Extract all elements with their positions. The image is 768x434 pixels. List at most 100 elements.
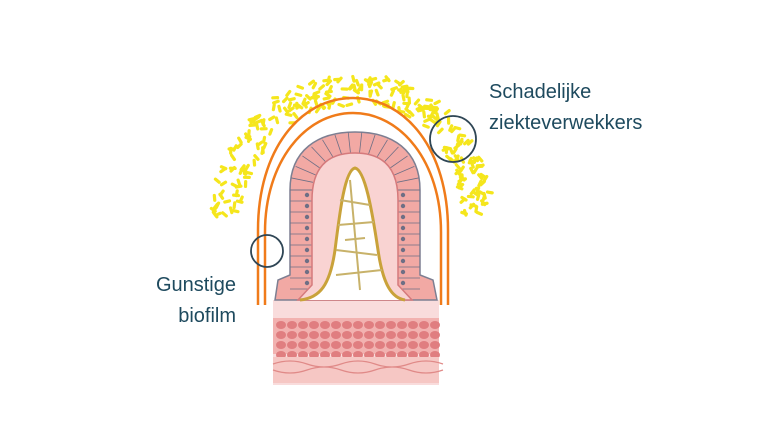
bacterium xyxy=(259,127,268,131)
bacterium xyxy=(345,102,354,107)
bacterium xyxy=(219,180,228,187)
bacterium xyxy=(459,137,464,146)
bacterium xyxy=(325,79,333,87)
bacterium xyxy=(253,113,262,119)
bacterium xyxy=(268,115,276,122)
bacterium xyxy=(384,75,391,83)
bacterium xyxy=(211,206,218,214)
bacterium xyxy=(363,78,372,84)
bacterium xyxy=(246,135,252,143)
bacterium xyxy=(435,120,442,128)
bacterium xyxy=(457,182,465,190)
bacterium xyxy=(237,136,243,144)
bacterium xyxy=(302,100,308,109)
bacterium xyxy=(292,112,299,120)
bacterium xyxy=(422,110,427,119)
bacterium xyxy=(404,107,412,114)
bacterium xyxy=(324,92,332,98)
bacterium xyxy=(311,81,318,90)
bacterium xyxy=(333,77,342,82)
bacterium xyxy=(433,99,441,106)
bacterium xyxy=(262,141,268,150)
biofilm-outer-layer xyxy=(256,96,450,305)
mucosa-base xyxy=(272,300,444,385)
bacterium xyxy=(305,94,312,101)
bacterium xyxy=(281,96,289,104)
bacterium xyxy=(463,138,470,146)
bacterium xyxy=(247,117,256,122)
bacterium xyxy=(443,109,451,116)
bacterium xyxy=(337,102,346,108)
bacterium xyxy=(429,118,437,125)
bacterium xyxy=(218,192,225,200)
pathogens-label: Schadelijke ziekteverwekkers xyxy=(489,77,642,139)
bacterium xyxy=(479,179,486,187)
bacterium xyxy=(425,98,434,102)
bacterium xyxy=(214,211,222,217)
bacterium xyxy=(354,78,360,87)
bacterium xyxy=(238,195,244,204)
beneficial-biofilm-label: Gunstige biofilm xyxy=(156,270,236,332)
bacterium xyxy=(253,154,260,161)
bacterium xyxy=(468,159,477,164)
pathogens-label-line-1: Schadelijke xyxy=(489,81,592,103)
bacterium xyxy=(274,116,280,125)
bacterium xyxy=(255,118,264,124)
bacterium xyxy=(460,173,464,182)
pathogen-bacteria-cloud xyxy=(209,74,494,219)
bacterium xyxy=(219,167,227,174)
bacterium xyxy=(423,117,431,123)
bacterium xyxy=(351,74,356,83)
bacterium xyxy=(241,168,248,176)
bacterium xyxy=(437,127,444,135)
bacterium xyxy=(453,143,461,150)
bacterium xyxy=(469,161,475,169)
bacterium xyxy=(453,154,460,162)
bacterium xyxy=(271,103,276,112)
bacterium xyxy=(389,89,395,97)
bacterium xyxy=(229,166,236,173)
bacterium xyxy=(236,142,243,150)
bacterium xyxy=(413,98,421,106)
bacterium xyxy=(475,210,484,216)
bacterium xyxy=(376,82,383,90)
bacterium xyxy=(459,165,465,173)
bacterium xyxy=(284,112,293,117)
bacterium xyxy=(369,76,378,82)
bacterium xyxy=(480,201,489,206)
bacterium xyxy=(277,104,282,113)
biofilm-label-line-1: Gunstige xyxy=(155,274,236,296)
bacterium xyxy=(285,89,292,97)
bacterium xyxy=(453,125,462,131)
bacterium xyxy=(429,110,435,119)
bacterium xyxy=(472,166,479,175)
bacterium xyxy=(454,163,462,170)
bacterium xyxy=(460,195,468,202)
bacterium xyxy=(472,156,480,163)
bacterium xyxy=(292,103,301,109)
pathogen-callout-circle xyxy=(429,115,477,163)
bacterium xyxy=(255,142,260,151)
bacterium xyxy=(327,85,333,93)
bacterium xyxy=(446,116,451,125)
bacterium xyxy=(442,145,451,150)
bacterium xyxy=(268,127,274,136)
bacterium xyxy=(466,194,475,199)
bacterium xyxy=(314,106,321,114)
bacterium xyxy=(287,106,295,113)
bacterium xyxy=(252,158,257,167)
bacterium xyxy=(212,193,217,202)
bacterium xyxy=(477,155,484,163)
bacterium xyxy=(460,210,468,216)
bacterium xyxy=(404,112,412,119)
bacterium xyxy=(243,180,248,188)
bacterium xyxy=(448,124,454,132)
bacterium xyxy=(312,90,321,96)
bacterium xyxy=(401,93,406,102)
bacterium xyxy=(294,92,303,97)
bacterium xyxy=(227,147,236,151)
bacterium xyxy=(391,101,396,109)
capillary-network xyxy=(299,166,406,302)
bacterium xyxy=(296,84,305,90)
